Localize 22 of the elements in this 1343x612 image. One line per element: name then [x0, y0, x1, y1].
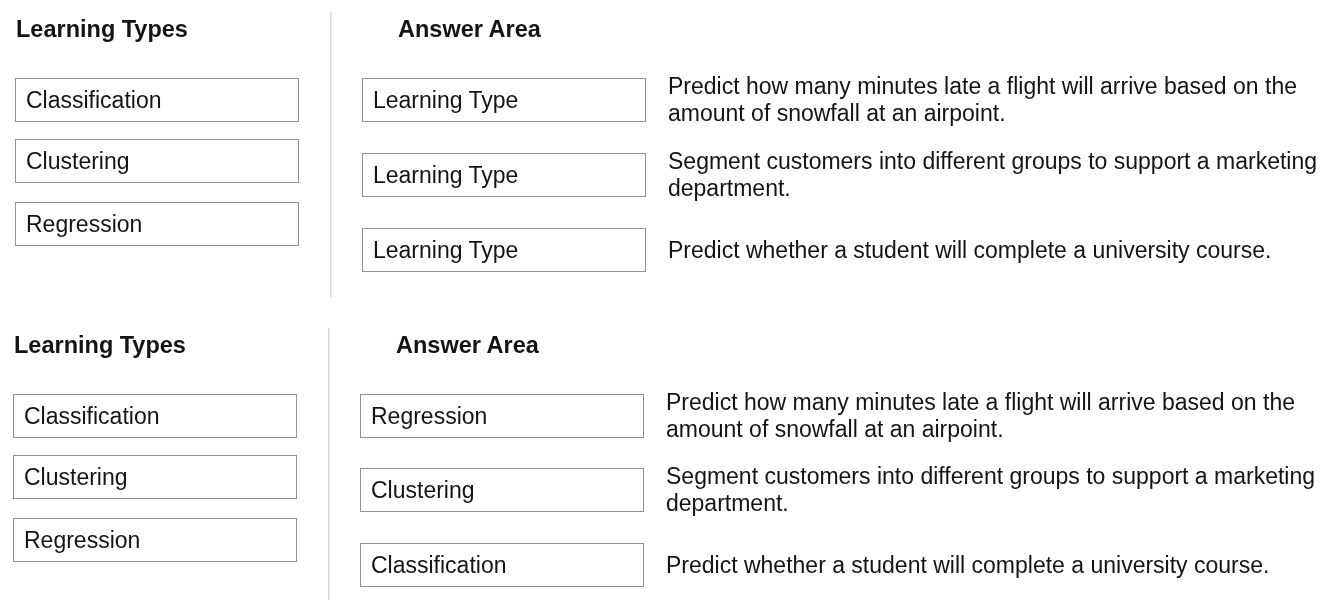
section-heading: Learning Types: [16, 16, 188, 43]
answer-slot: Clustering: [360, 468, 644, 512]
answer-slot: Learning Type: [362, 228, 646, 272]
option-tile: Classification: [15, 78, 299, 122]
option-tile: Classification: [13, 394, 297, 438]
option-tile: Regression: [13, 518, 297, 562]
section-heading: Answer Area: [398, 16, 541, 43]
answer-slot: Classification: [360, 543, 644, 587]
option-tile: Clustering: [13, 455, 297, 499]
scenario-text: Segment customers into different groups to support a marketing department.: [666, 463, 1317, 517]
answer-slot: Learning Type: [362, 78, 646, 122]
scenario-text: Predict whether a student will complete a university course.: [668, 236, 1273, 264]
option-tile: Clustering: [15, 139, 299, 183]
scenario-text: Predict whether a student will complete a university course.: [666, 551, 1271, 579]
scenario-text: Segment customers into different groups to support a marketing department.: [668, 148, 1319, 202]
scenario-text: Predict how many minutes late a flight will arrive based on the amount of snowfall at an airpoint.: [666, 389, 1296, 443]
answer-slot: Learning Type: [362, 153, 646, 197]
section-heading: Answer Area: [396, 332, 539, 359]
scenario-text: Predict how many minutes late a flight will arrive based on the amount of snowfall at an airpoint.: [668, 73, 1298, 127]
section-heading: Learning Types: [14, 332, 186, 359]
option-tile: Regression: [15, 202, 299, 246]
answer-slot: Regression: [360, 394, 644, 438]
